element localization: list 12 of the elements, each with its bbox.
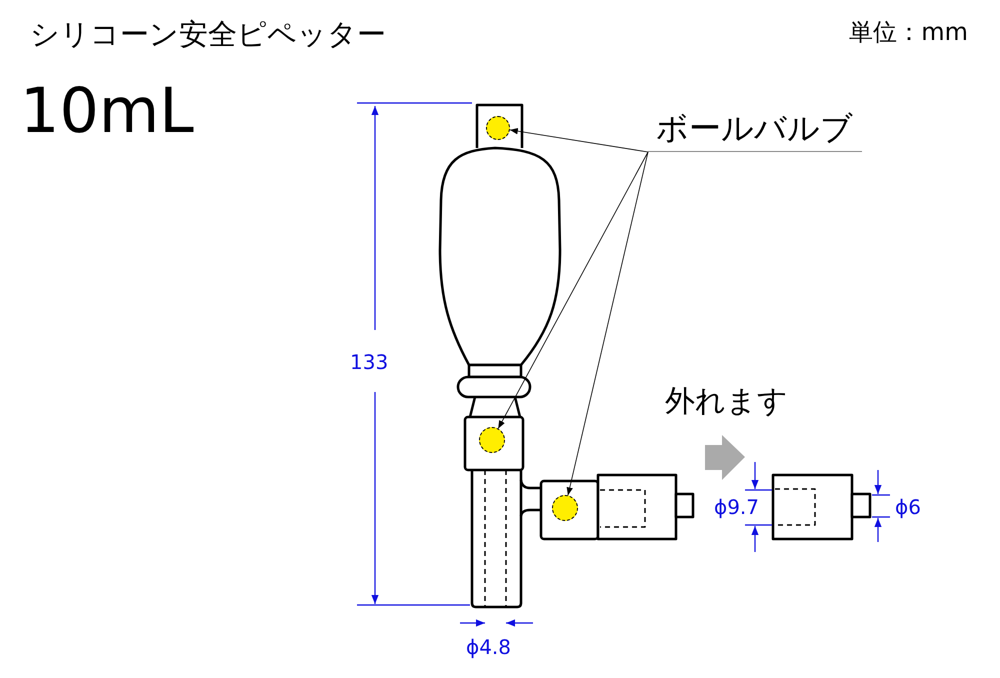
callout-label: ボールバルブ: [648, 108, 862, 152]
dimension-label: ϕ4.8: [466, 637, 511, 657]
dimension-label: ϕ6: [895, 497, 921, 517]
dimension-label: ϕ9.7: [714, 497, 759, 517]
leader-line: [509, 128, 648, 152]
dimension-label: 133: [350, 352, 388, 372]
leader-line: [566, 152, 648, 496]
leader-line: [498, 152, 648, 429]
unit-note: 単位：mm: [849, 20, 968, 44]
note: 外れます: [665, 387, 788, 417]
volume-label: 10mL: [20, 80, 194, 142]
title: シリコーン安全ピペッター: [30, 20, 386, 49]
